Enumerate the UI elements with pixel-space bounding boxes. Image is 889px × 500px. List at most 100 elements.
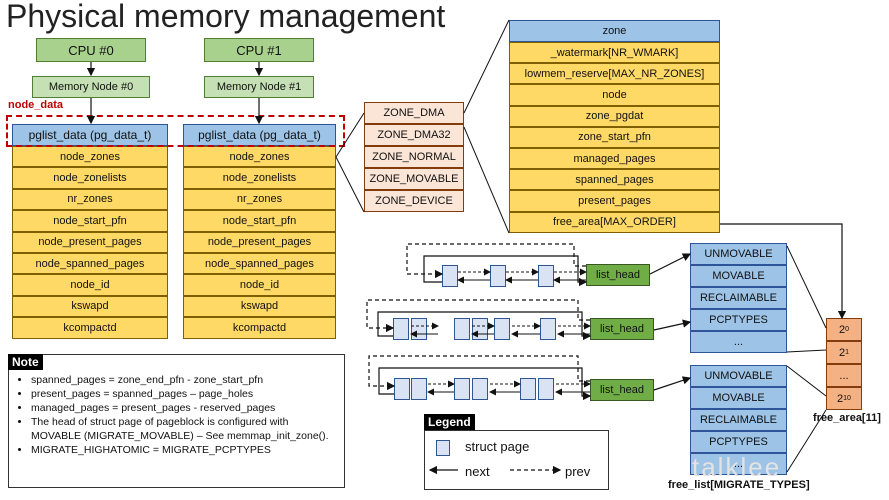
zone-item: ZONE_NORMAL <box>364 146 464 168</box>
list3-prev-loop <box>368 355 590 391</box>
note-item: present_pages = spanned_pages – page_hol… <box>31 387 340 401</box>
migrate-link-3 <box>653 376 692 391</box>
struct-page <box>454 318 470 340</box>
note-item: The head of struct page of pageblock is … <box>31 415 340 443</box>
free-area-fan-2 <box>786 349 827 353</box>
memory-node-0-box: Memory Node #0 <box>32 76 150 98</box>
list3-next-loop <box>378 367 592 401</box>
free-area-base: 2 <box>837 392 844 405</box>
migrate-link-2 <box>653 319 692 331</box>
zone-struct-field: lowmem_reserve[MAX_NR_ZONES] <box>509 63 720 85</box>
note-heading: Note <box>8 354 43 370</box>
zone-struct-field: spanned_pages <box>509 169 720 191</box>
migrate-type-item: MOVABLE <box>690 387 787 409</box>
list1-prev-loop <box>406 243 586 279</box>
cpu-0-box: CPU #0 <box>36 38 146 62</box>
legend-box: struct page next prev <box>424 430 609 490</box>
pglist-data-1-header: pglist_data (pg_data_t) <box>183 124 336 146</box>
free-area-exponent: 10 <box>843 395 851 402</box>
free-area-base: 2 <box>838 323 846 336</box>
legend-prev-label: prev <box>565 464 591 479</box>
zone-struct-field: managed_pages <box>509 148 720 170</box>
free-area-fan-1 <box>786 245 827 329</box>
memory-node-1-box: Memory Node #1 <box>204 76 314 98</box>
struct-page <box>538 378 554 400</box>
legend-struct-page-swatch <box>436 440 450 456</box>
note-item: managed_pages = present_pages - reserved… <box>31 401 340 415</box>
migrate-type-item: PCPTYPES <box>690 431 787 453</box>
free-area-cell: ... <box>826 364 862 387</box>
free-area-pointer <box>720 223 847 320</box>
zone-item: ZONE_DMA <box>364 102 464 124</box>
pglist-field: node_zonelists <box>183 167 336 189</box>
pglist-field: node_zones <box>183 146 336 168</box>
node-data-label: node_data <box>8 99 64 111</box>
list-head-3: list_head <box>590 379 654 401</box>
pglist-field: node_spanned_pages <box>12 253 168 275</box>
zone-item: ZONE_MOVABLE <box>364 168 464 190</box>
migrate-type-item: ... <box>690 453 787 475</box>
zone-struct-field: zone_start_pfn <box>509 126 720 148</box>
migrate-type-item: RECLAIMABLE <box>690 287 787 309</box>
fan-line-1 <box>335 112 365 158</box>
migrate-type-item: ... <box>690 331 787 353</box>
zone-struct-field: present_pages <box>509 190 720 212</box>
pglist-field: node_start_pfn <box>183 210 336 232</box>
free-area-fan-3 <box>786 365 827 397</box>
cpu-1-box: CPU #1 <box>204 38 314 62</box>
struct-page <box>490 265 506 287</box>
struct-page <box>411 378 427 400</box>
legend-heading: Legend <box>424 414 475 430</box>
watermark: talklee <box>692 452 782 482</box>
migrate-type-item: RECLAIMABLE <box>690 409 787 431</box>
pglist-field: node_present_pages <box>183 231 336 253</box>
zone-fan-line-1 <box>463 19 510 114</box>
fan-line-2 <box>335 156 365 213</box>
list1-next-loop <box>423 255 588 287</box>
note-list: spanned_pages = zone_end_pfn - zone_star… <box>9 373 340 457</box>
list-head-1: list_head <box>586 264 650 286</box>
pglist-field: node_present_pages <box>12 231 168 253</box>
pglist-field: nr_zones <box>12 188 168 211</box>
zone-fan-line-2 <box>463 126 510 234</box>
zone-item: ZONE_DMA32 <box>364 124 464 146</box>
struct-page <box>538 265 554 287</box>
legend-struct-page-label: struct page <box>465 439 530 454</box>
zone-item: ZONE_DEVICE <box>364 190 464 212</box>
migrate-link-1 <box>649 253 692 275</box>
free-area-fan-4 <box>786 409 827 473</box>
pglist-field: node_start_pfn <box>12 210 168 232</box>
legend-next-label: next <box>465 464 490 479</box>
migrate-type-item: PCPTYPES <box>690 309 787 331</box>
free-list-label: free_list[MIGRATE_TYPES] <box>668 479 810 491</box>
pglist-field: node_id <box>183 274 336 296</box>
free-area-exponent: 1 <box>845 349 850 356</box>
free-area-base: 2 <box>838 346 846 359</box>
pglist-field: kcompactd <box>12 317 168 339</box>
list2-next-loop <box>377 311 592 341</box>
free-area-label: free_area[11] <box>813 412 881 424</box>
migrate-type-item: UNMOVABLE <box>690 365 787 387</box>
free-area-exponent: 0 <box>845 326 850 333</box>
free-area-base: ... <box>839 369 849 382</box>
page-title: Physical memory management <box>6 0 446 34</box>
zone-struct-field: free_area[MAX_ORDER] <box>509 211 720 233</box>
note-box: spanned_pages = zone_end_pfn - zone_star… <box>8 354 345 488</box>
pglist-field: kcompactd <box>183 317 336 339</box>
zone-struct-field: zone_pgdat <box>509 105 720 127</box>
struct-page <box>520 378 536 400</box>
pglist-field: kswapd <box>183 295 336 318</box>
zone-struct-field: node <box>509 84 720 106</box>
pglist-field: node_spanned_pages <box>183 253 336 275</box>
pglist-field: kswapd <box>12 295 168 318</box>
struct-page <box>454 378 470 400</box>
zone-struct-header: zone <box>509 20 720 42</box>
struct-page <box>472 378 488 400</box>
zone-struct-field: _watermark[NR_WMARK] <box>509 42 720 64</box>
note-item: spanned_pages = zone_end_pfn - zone_star… <box>31 373 340 387</box>
node-data-highlight <box>6 115 345 147</box>
migrate-type-item: MOVABLE <box>690 265 787 287</box>
